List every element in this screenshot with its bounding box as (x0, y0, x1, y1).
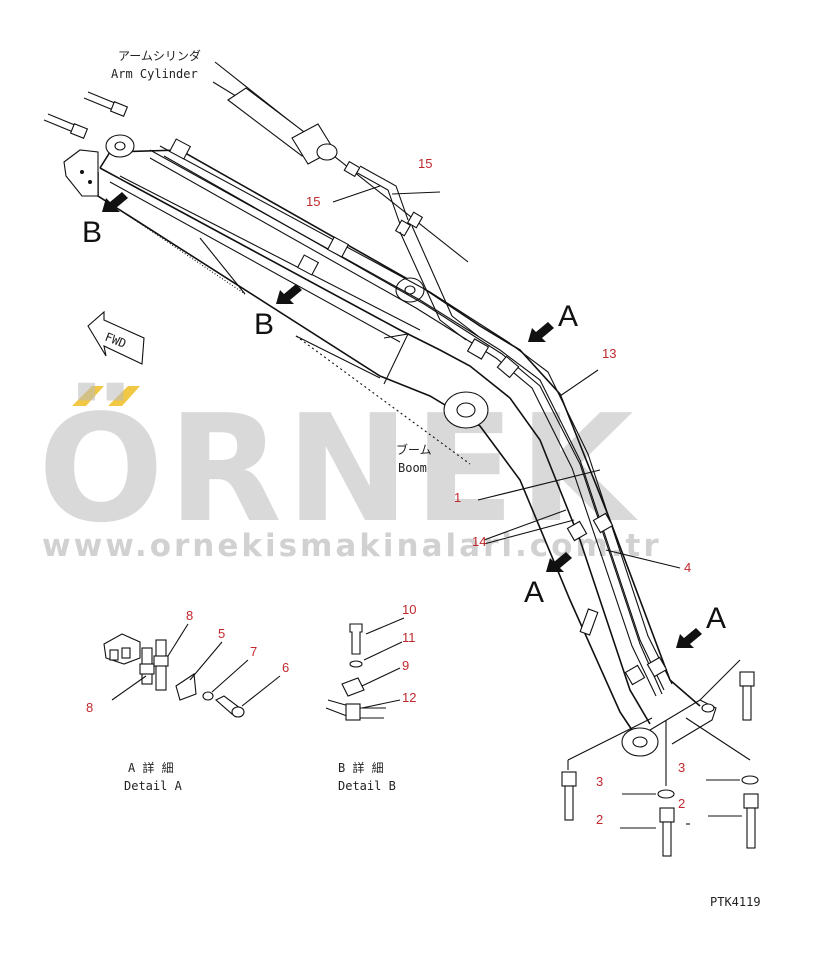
watermark-accent-left (72, 386, 104, 406)
part-number-13: 13 (602, 346, 616, 361)
arm-cylinder (227, 87, 338, 165)
part-numbers: 15 15 13 1 14 4 8 8 5 7 6 10 11 9 12 3 3… (86, 156, 691, 827)
view-arrows (102, 192, 702, 648)
detail-b: B 詳 細 Detail B (325, 617, 405, 793)
fwd-arrow-icon (87, 310, 145, 365)
watermark-accent-right (108, 386, 140, 406)
part-number-8-top: 8 (186, 608, 193, 623)
view-a-label-top: A (558, 300, 578, 333)
part-number-2-left: 2 (596, 812, 603, 827)
boom-body (63, 134, 717, 757)
boom-label-en: Boom (398, 461, 427, 475)
detail-a: A 詳 細 Detail A (103, 623, 281, 793)
part-number-3-right: 3 (678, 760, 685, 775)
part-number-3-left: 3 (596, 774, 603, 789)
part-number-6: 6 (282, 660, 289, 675)
boom-label-jp: ブーム (396, 442, 432, 457)
part-number-2-right: 2 (678, 796, 685, 811)
arm-hoses (43, 91, 129, 139)
part-number-1: 1 (454, 490, 461, 505)
watermark: ÖRNEK www.ornekismakinalari.com.tr (38, 382, 662, 564)
leader-lines (332, 185, 751, 786)
watermark-brand: ÖRNEK (38, 382, 639, 555)
part-number-10: 10 (402, 602, 416, 617)
view-a-label-bottom: A (706, 602, 726, 635)
detail-b-label-en: Detail B (338, 779, 396, 793)
arrow-a-top-icon (528, 322, 554, 342)
arm-cylinder-label-jp: アームシリンダ (118, 48, 201, 63)
foot-bolts (561, 671, 759, 857)
view-b-label-top: B (82, 216, 102, 249)
part-number-15-top: 15 (418, 156, 432, 171)
detail-a-label-jp: A 詳 細 (128, 760, 174, 775)
detail-b-label-jp: B 詳 細 (338, 760, 384, 775)
part-number-14: 14 (472, 534, 486, 549)
fwd-arrow: FWD (87, 310, 145, 365)
arm-cylinder-leader-long (214, 61, 469, 263)
part-number-15-left: 15 (306, 194, 320, 209)
part-number-4: 4 (684, 560, 691, 575)
watermark-url: www.ornekismakinalari.com.tr (42, 528, 662, 564)
detail-a-label-en: Detail A (124, 779, 183, 793)
view-b-label-mid: B (254, 308, 274, 341)
part-number-11: 11 (402, 630, 416, 645)
arrow-b-top-icon (102, 192, 128, 212)
boom-piping (149, 138, 673, 697)
part-number-8-bottom: 8 (86, 700, 93, 715)
arrow-a-mid-icon (546, 552, 572, 572)
part-number-12: 12 (402, 690, 416, 705)
arm-cylinder-label-en: Arm Cylinder (111, 67, 198, 81)
part-number-9: 9 (402, 658, 409, 673)
part-number-5: 5 (218, 626, 225, 641)
view-a-label-mid: A (524, 576, 544, 609)
arrow-a-bottom-icon (676, 628, 702, 648)
part-number-7: 7 (250, 644, 257, 659)
arrow-b-mid-icon (276, 284, 302, 304)
drawing-code: PTK4119 (710, 895, 761, 909)
